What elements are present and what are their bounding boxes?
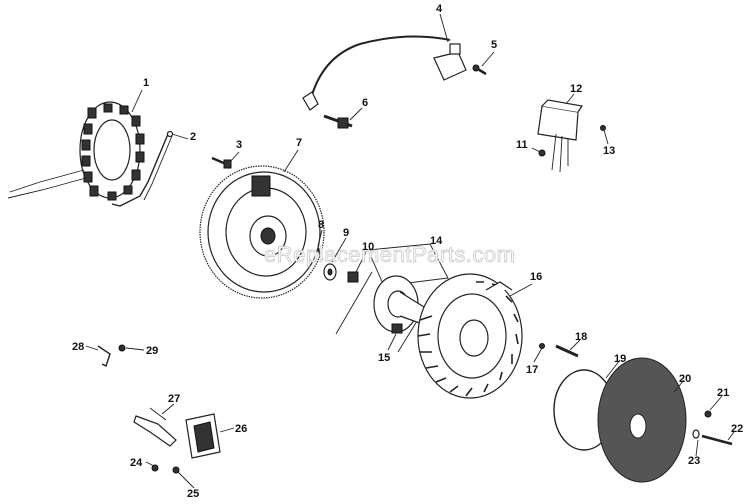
- callout-4: 4: [436, 3, 443, 15]
- part-28-clip[interactable]: [97, 345, 111, 367]
- part-13-screw[interactable]: [600, 125, 606, 131]
- callout-21: 21: [717, 387, 729, 399]
- part-27-terminal[interactable]: [133, 407, 177, 447]
- callout-29: 29: [146, 345, 158, 357]
- callout-6: 6: [362, 97, 368, 109]
- part-3-screw[interactable]: [211, 156, 232, 169]
- part-12-rectifier[interactable]: [537, 99, 584, 173]
- callout-20: 20: [679, 373, 691, 385]
- callout-5: 5: [491, 39, 497, 51]
- callout-18: 18: [575, 331, 587, 343]
- callout-15: 15: [378, 352, 390, 364]
- callout-12: 12: [570, 83, 582, 95]
- callout-17: 17: [526, 364, 538, 376]
- part-6-spark-plug[interactable]: [323, 114, 353, 129]
- part-9-washer[interactable]: [323, 263, 337, 281]
- part-7-flywheel[interactable]: [199, 165, 325, 299]
- part-17-pin[interactable]: [539, 343, 545, 349]
- callout-11: 11: [516, 139, 528, 151]
- callout-23: 23: [688, 455, 700, 467]
- callout-14: 14: [430, 235, 443, 247]
- callout-7: 7: [296, 137, 302, 149]
- callout-1: 1: [143, 77, 149, 89]
- callout-25: 25: [187, 488, 199, 500]
- callout-16: 16: [530, 271, 542, 283]
- part-18-dowel[interactable]: [555, 344, 579, 358]
- leader-lines: [85, 13, 735, 489]
- part-10-nut[interactable]: [347, 271, 359, 283]
- callout-9: 9: [343, 227, 349, 239]
- part-15-screw[interactable]: [391, 323, 403, 334]
- part-21-screw[interactable]: [704, 410, 712, 418]
- part-4-ignition-module[interactable]: [302, 35, 467, 111]
- callout-28: 28: [72, 341, 84, 353]
- callout-19: 19: [614, 353, 626, 365]
- callout-27: 27: [168, 393, 180, 405]
- callout-13: 13: [603, 145, 615, 157]
- callout-10: 10: [362, 241, 374, 253]
- callout-8: 8: [318, 219, 324, 231]
- callout-2: 2: [190, 131, 196, 143]
- part-20-screen[interactable]: [597, 357, 687, 483]
- callout-3: 3: [236, 139, 242, 151]
- part-24-screw[interactable]: [151, 464, 159, 472]
- part-29-screw[interactable]: [118, 344, 126, 352]
- part-25-nut[interactable]: [172, 466, 180, 474]
- watermark-text: eReplacementParts.com: [264, 242, 515, 267]
- part-22-bolt[interactable]: [701, 434, 733, 446]
- part-1-stator[interactable]: [7, 101, 145, 201]
- part-23-washer[interactable]: [692, 429, 700, 439]
- part-2-bracket[interactable]: [111, 130, 174, 207]
- part-8-key[interactable]: [317, 247, 323, 261]
- part-5-screw[interactable]: [472, 64, 487, 76]
- part-11-screw[interactable]: [538, 149, 546, 157]
- callout-22: 22: [731, 423, 743, 435]
- callout-24: 24: [130, 457, 143, 469]
- part-16-fan[interactable]: [417, 273, 523, 399]
- callout-labels: 1 2 3 4 5 6 7 8 9 10 11 12 13 14 15 16 1…: [72, 3, 743, 500]
- part-26-regulator[interactable]: [185, 413, 221, 459]
- callout-26: 26: [235, 423, 247, 435]
